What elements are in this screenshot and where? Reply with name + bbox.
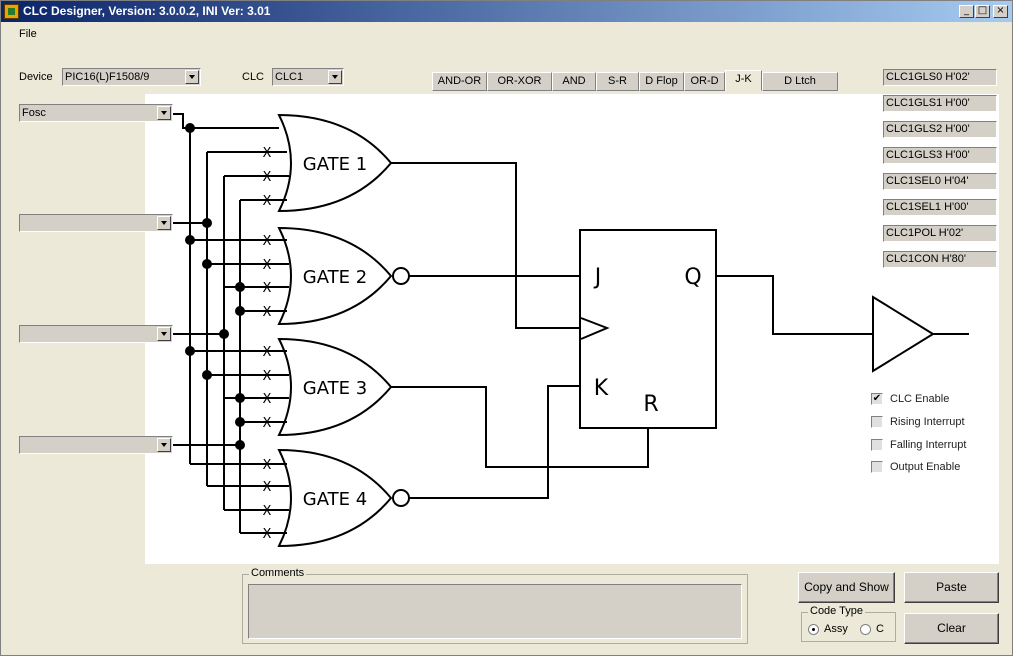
jk-k-label: K xyxy=(594,376,609,401)
register-clc1gls2: CLC1GLS2 H'00' xyxy=(883,121,997,138)
maximize-button[interactable]: □ xyxy=(975,5,990,18)
x-mark: X xyxy=(263,416,272,431)
tab-d-flop[interactable]: D Flop xyxy=(639,72,684,91)
chevron-down-icon[interactable] xyxy=(328,70,342,84)
chevron-down-icon[interactable] xyxy=(157,327,171,341)
tab-and[interactable]: AND xyxy=(552,72,596,91)
chevron-down-icon[interactable] xyxy=(157,438,171,452)
gate-3-label: GATE 3 xyxy=(303,378,367,399)
input-2-select[interactable] xyxy=(19,214,173,232)
device-select[interactable]: PIC16(L)F1508/9 xyxy=(62,68,201,86)
app-icon xyxy=(4,4,19,19)
register-clc1sel0: CLC1SEL0 H'04' xyxy=(883,173,997,190)
code-type-label: Code Type xyxy=(808,605,866,617)
input-1-value: Fosc xyxy=(22,107,46,119)
x-mark: X xyxy=(263,527,272,542)
clear-button[interactable]: Clear xyxy=(904,613,999,644)
gate-1-label: GATE 1 xyxy=(303,154,367,175)
chevron-down-icon[interactable] xyxy=(157,106,171,120)
x-mark: X xyxy=(263,345,272,360)
register-clc1con: CLC1CON H'80' xyxy=(883,251,997,268)
gate-4-label: GATE 4 xyxy=(303,489,367,510)
x-mark: X xyxy=(263,146,272,161)
device-select-value: PIC16(L)F1508/9 xyxy=(65,71,150,83)
jk-q-label: Q xyxy=(684,265,701,290)
x-mark: X xyxy=(263,258,272,273)
jk-logic-diagram: X X X X X X X X X X X X X X X GATE 1 GAT… xyxy=(173,113,969,548)
device-label: Device xyxy=(19,71,53,83)
comments-group: Comments xyxy=(242,567,748,644)
window-title: CLC Designer, Version: 3.0.0.2, INI Ver:… xyxy=(23,4,271,18)
checkbox-empty-icon[interactable] xyxy=(871,461,883,473)
chevron-down-icon[interactable] xyxy=(157,216,171,230)
x-mark: X xyxy=(263,369,272,384)
tab-j-k[interactable]: J-K xyxy=(725,70,762,91)
minimize-button[interactable]: _ xyxy=(959,5,974,18)
comments-label: Comments xyxy=(249,567,307,579)
tab-s-r[interactable]: S-R xyxy=(596,72,639,91)
x-mark: X xyxy=(263,281,272,296)
code-type-c-label: C xyxy=(876,623,884,635)
code-type-assy-label: Assy xyxy=(824,623,848,635)
falling-interrupt-label: Falling Interrupt xyxy=(890,439,967,451)
code-type-group: Code Type Assy C xyxy=(801,605,896,642)
menu-file[interactable]: File xyxy=(19,28,37,40)
clc-enable-label: CLC Enable xyxy=(890,393,950,405)
x-mark: X xyxy=(263,194,272,209)
x-mark: X xyxy=(263,234,272,249)
input-4-select[interactable] xyxy=(19,436,173,454)
radio-selected-icon[interactable] xyxy=(808,624,819,635)
title-bar: CLC Designer, Version: 3.0.0.2, INI Ver:… xyxy=(1,1,1012,22)
checkbox-empty-icon[interactable] xyxy=(871,439,883,451)
radio-empty-icon[interactable] xyxy=(860,624,871,635)
tab-d-ltch[interactable]: D Ltch xyxy=(762,72,838,91)
clc-select-value: CLC1 xyxy=(275,71,304,83)
comments-textarea[interactable] xyxy=(248,584,742,639)
tab-and-or[interactable]: AND-OR xyxy=(432,72,487,91)
output-enable-label: Output Enable xyxy=(890,461,961,473)
chevron-down-icon[interactable] xyxy=(185,70,199,84)
paste-button[interactable]: Paste xyxy=(904,572,999,603)
rising-interrupt-label: Rising Interrupt xyxy=(890,416,965,428)
register-clc1gls1: CLC1GLS1 H'00' xyxy=(883,95,997,112)
jk-j-label: J xyxy=(593,265,602,290)
check-icon[interactable]: ✔ xyxy=(871,393,883,405)
register-clc1gls0: CLC1GLS0 H'02' xyxy=(883,69,997,86)
x-mark: X xyxy=(263,170,272,185)
register-clc1sel1: CLC1SEL1 H'00' xyxy=(883,199,997,216)
input-1-select[interactable]: Fosc xyxy=(19,104,173,122)
menu-bar: File xyxy=(1,22,1012,46)
tab-or-xor[interactable]: OR-XOR xyxy=(487,72,552,91)
gate-2-label: GATE 2 xyxy=(303,267,367,288)
clc-label: CLC xyxy=(242,71,265,83)
x-mark: X xyxy=(263,480,272,495)
x-mark: X xyxy=(263,392,272,407)
copy-and-show-button[interactable]: Copy and Show xyxy=(798,572,895,603)
input-3-select[interactable] xyxy=(19,325,173,343)
jk-r-label: R xyxy=(643,392,658,417)
register-clc1pol: CLC1POL H'02' xyxy=(883,225,997,242)
x-mark: X xyxy=(263,305,272,320)
close-button[interactable]: × xyxy=(993,5,1008,18)
register-clc1gls3: CLC1GLS3 H'00' xyxy=(883,147,997,164)
tab-or-d[interactable]: OR-D xyxy=(684,72,725,91)
x-mark: X xyxy=(263,504,272,519)
x-mark: X xyxy=(263,458,272,473)
diagram-canvas: X X X X X X X X X X X X X X X GATE 1 GAT… xyxy=(145,94,999,564)
clc-select[interactable]: CLC1 xyxy=(272,68,344,86)
checkbox-empty-icon[interactable] xyxy=(871,416,883,428)
